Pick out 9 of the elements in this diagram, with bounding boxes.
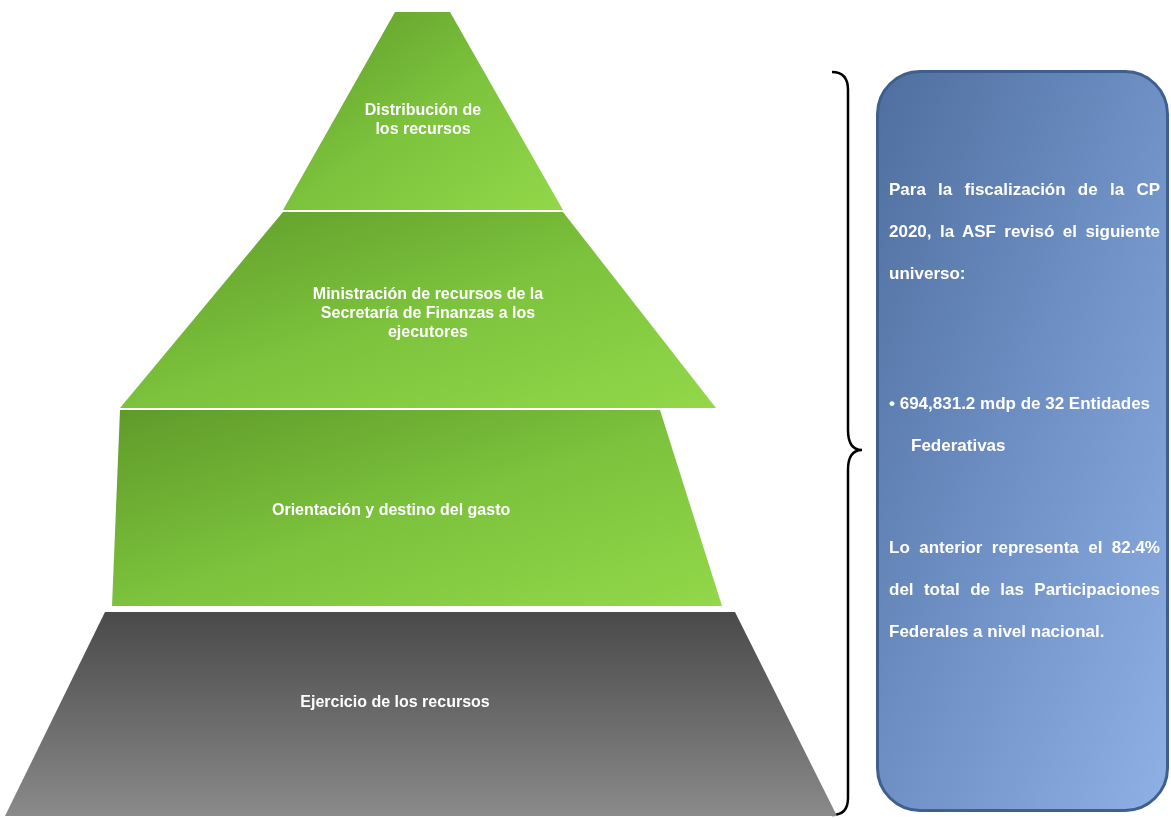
pyramid-tier — [112, 410, 722, 606]
panel-text: Para la fiscalización de la CP 2020, la ASF revisó el siguiente universo: — [889, 179, 1160, 285]
tier-label: Ministración de recursos de la Secretaría de Finanzas a los ejecutores — [311, 284, 545, 341]
tier-label: Distribución de los recursos — [363, 100, 483, 138]
tier-label: Ejercicio de los recursos — [299, 692, 491, 711]
bullet-text: • 694,831.2 mdp de 32 Entidades Federativas — [889, 393, 1152, 457]
panel-text: Lo anterior representa el 82.4% del total de las Participaciones Federales a nivel nacional. — [889, 537, 1160, 643]
info-panel — [876, 70, 1169, 812]
tier-label: Orientación y destino del gasto — [272, 500, 512, 519]
